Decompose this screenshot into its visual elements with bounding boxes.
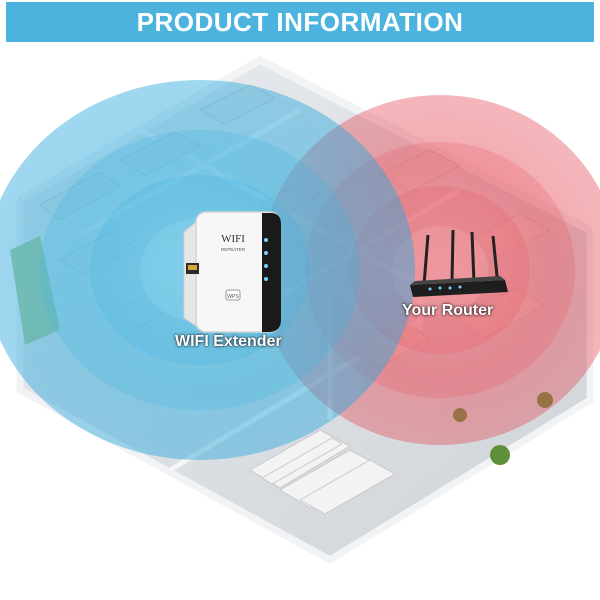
banner-title: PRODUCT INFORMATION [136,6,464,37]
router-icon [410,229,508,297]
device-model-text: REPEATER [221,247,246,252]
floor-plan-illustration: WPS WIFI REPEATER [0,55,600,565]
your-router-label: Your Router [402,302,494,319]
wifi-extender-label: WIFI Extender [175,333,282,350]
wifi-extender-device: WPS WIFI REPEATER [183,211,281,333]
svg-text:WPS: WPS [227,294,239,300]
device-brand-text: WIFI [221,233,245,245]
product-information-banner: PRODUCT INFORMATION [6,2,594,42]
